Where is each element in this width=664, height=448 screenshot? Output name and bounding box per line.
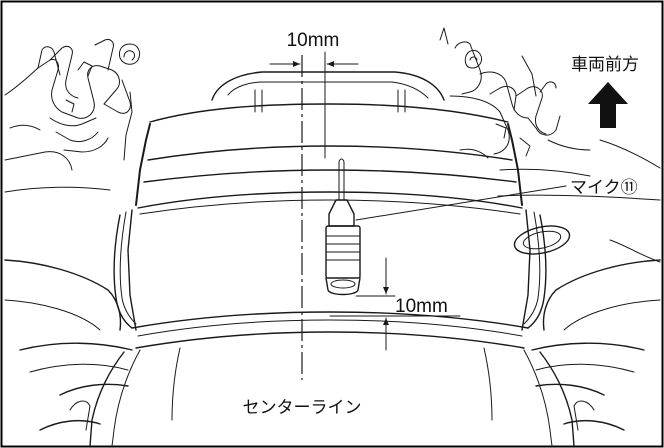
forward-direction-label: 車両前方	[571, 55, 639, 74]
microphone	[325, 158, 361, 296]
mic-label: マイク⑪	[570, 178, 638, 197]
left-mirror-detail	[4, 39, 141, 193]
tank-panel	[113, 123, 547, 349]
right-dimension-label: 10mm	[395, 296, 448, 317]
top-dimension-label: 10mm	[287, 30, 340, 51]
forward-arrow-icon	[588, 82, 628, 128]
lower-section	[4, 259, 661, 447]
right-dimension	[329, 257, 461, 351]
upper-cowl	[149, 71, 509, 123]
top-dimension	[269, 51, 359, 159]
mic-leader-line	[355, 185, 567, 221]
center-line-label: センターライン	[243, 398, 362, 417]
